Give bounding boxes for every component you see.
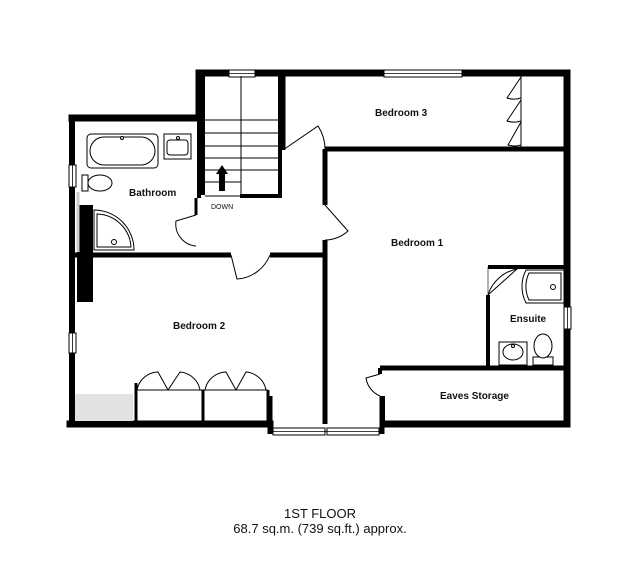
bathroom-fixtures bbox=[81, 133, 192, 251]
room-label-bedroom-3: Bedroom 3 bbox=[375, 108, 428, 119]
floor-area: 68.7 sq.m. (739 sq.ft.) approx. bbox=[233, 521, 407, 536]
bedroom-2-cupboard bbox=[75, 394, 133, 421]
floor-title: 1ST FLOOR bbox=[283, 506, 356, 521]
bedroom-2-wardrobes bbox=[134, 371, 270, 421]
doors bbox=[175, 76, 522, 397]
room-label-bedroom-1: Bedroom 1 bbox=[391, 238, 444, 249]
room-label-eaves-storage: Eaves Storage bbox=[440, 391, 509, 402]
staircase bbox=[205, 76, 279, 197]
interior-walls bbox=[72, 76, 564, 424]
ensuite-fixtures bbox=[498, 269, 565, 366]
room-label-ensuite: Ensuite bbox=[510, 314, 547, 325]
room-label-bathroom: Bathroom bbox=[129, 188, 176, 199]
stairs-down-arrow-icon bbox=[216, 165, 228, 191]
room-label-bedroom-2: Bedroom 2 bbox=[173, 321, 226, 332]
exterior-walls bbox=[66, 69, 571, 428]
stairs-down-label: DOWN bbox=[211, 204, 233, 211]
